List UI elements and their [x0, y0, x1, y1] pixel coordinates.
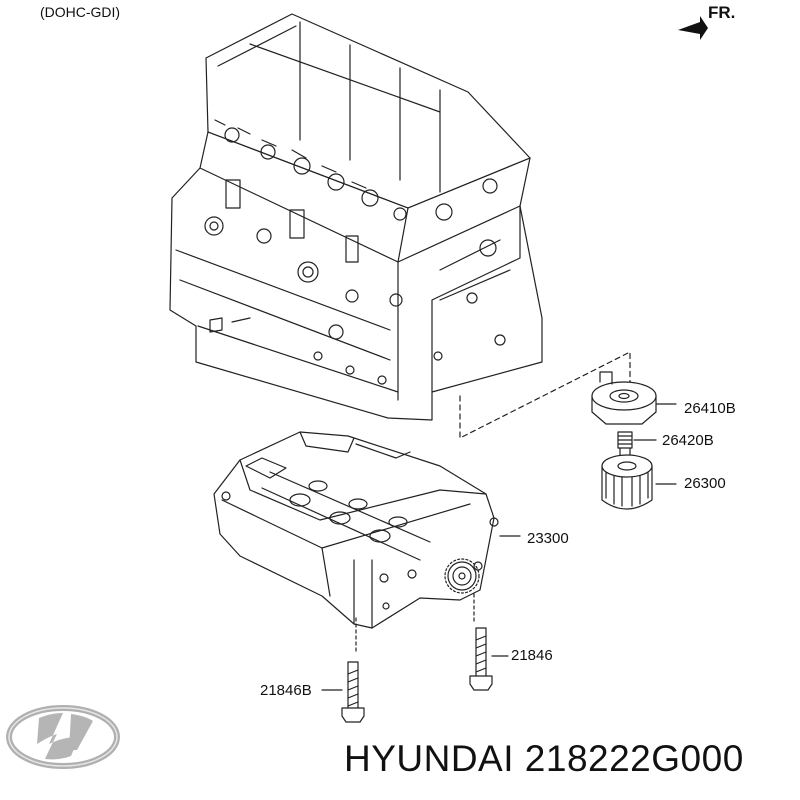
engine-block: [169, 13, 631, 439]
part-label-26300: 26300: [684, 475, 726, 492]
engine-variant-label: (DOHC-GDI): [40, 4, 121, 20]
front-indicator-label: FR.: [708, 3, 736, 22]
bolt-21846: [469, 593, 509, 691]
part-label-21846: 21846: [511, 647, 553, 664]
part-label-26410B: 26410B: [684, 400, 736, 417]
oil-cooler-26410B: [591, 371, 677, 425]
bolt-21846B: [321, 617, 365, 723]
part-label-26420B: 26420B: [662, 432, 714, 449]
brand-part-number-caption: HYUNDAI 218222G000: [344, 738, 744, 779]
front-arrow-icon: [678, 16, 708, 40]
hyundai-logo-icon: [6, 705, 120, 769]
part-label-21846B: 21846B: [260, 682, 312, 699]
oil-filter-26300: [601, 454, 677, 510]
part-label-23300: 23300: [527, 530, 569, 547]
fitting-26420B: [617, 431, 657, 457]
balance-shaft-module-23300: [213, 431, 521, 629]
